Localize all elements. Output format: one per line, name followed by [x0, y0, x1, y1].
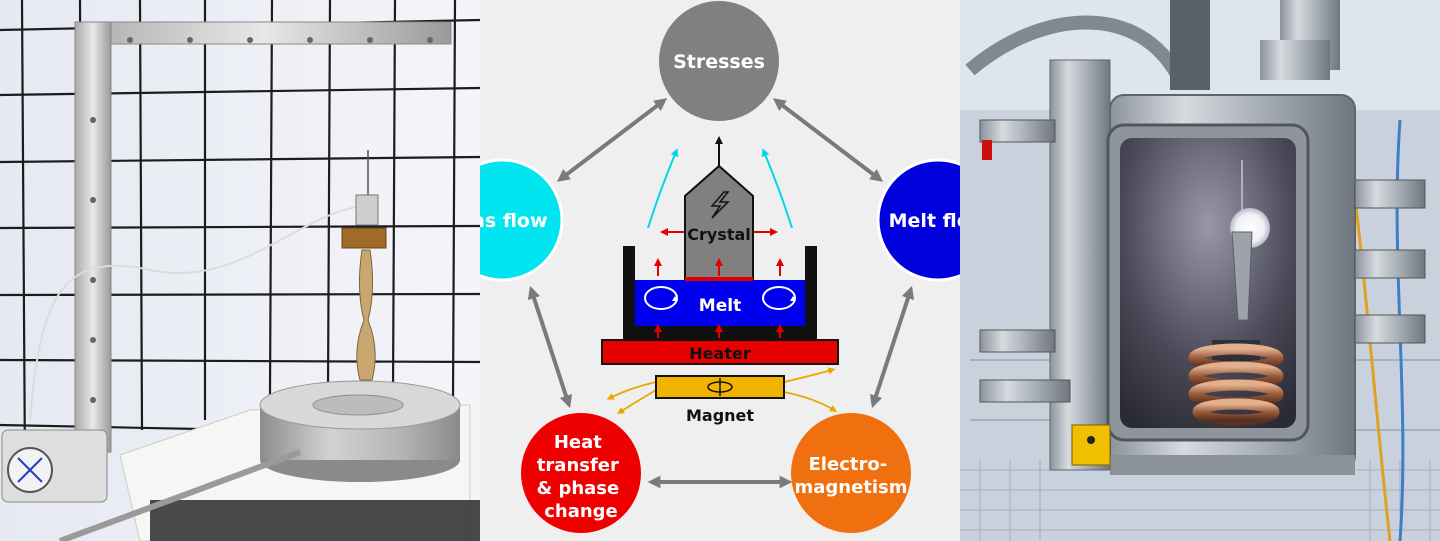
- crystal-label: Crystal: [687, 225, 751, 244]
- node-gas-flow: Gas flow: [480, 158, 564, 282]
- node-heat-transfer-line-1: Heat: [554, 432, 602, 453]
- node-melt-flow: Melt flow: [876, 158, 960, 282]
- node-gas-flow-label: Gas flow: [480, 210, 548, 232]
- crucible-right-wall: [805, 246, 817, 340]
- arrow-stresses-gas: [556, 98, 668, 182]
- heater-label: Heater: [689, 344, 751, 363]
- heat-arrows: [654, 228, 784, 338]
- node-heat-transfer-line-4: change: [544, 501, 618, 522]
- node-heat-transfer: Heat transfer & phase change: [521, 413, 641, 533]
- magnet-label: Magnet: [686, 406, 754, 425]
- svg-text:Heat transfer: Heat transfer & phase change: [536, 432, 625, 522]
- coupling-arrows: [527, 98, 915, 489]
- node-stresses: Stresses: [659, 1, 779, 121]
- diagram-canvas: Melt Crystal Heater Magnet: [480, 1, 960, 533]
- node-electromagnetism: Electro- magnetism: [791, 413, 911, 533]
- svg-text:Electro- magnetism: Electro- magnetism: [794, 454, 907, 498]
- node-stresses-label: Stresses: [673, 51, 765, 73]
- chamber-illustration: [960, 0, 1440, 541]
- arrow-melt-em: [869, 285, 915, 409]
- node-heat-transfer-line-3: & phase: [536, 478, 619, 499]
- arrow-stresses-melt: [772, 98, 884, 182]
- node-melt-flow-label: Melt flow: [889, 210, 960, 232]
- crucible-left-wall: [623, 246, 635, 340]
- arrow-gas-heat: [527, 285, 573, 409]
- node-heat-transfer-line-2: transfer: [537, 455, 619, 476]
- physics-coupling-diagram: Melt Crystal Heater Magnet: [480, 0, 960, 541]
- apparatus-illustration: [0, 0, 480, 541]
- melt-label: Melt: [699, 296, 741, 316]
- node-electromagnetism-line-2: magnetism: [794, 477, 907, 498]
- gas-flow-arrow-left: [647, 148, 679, 229]
- left-photo-float-zone-apparatus: [0, 0, 480, 541]
- gas-flow-arrow-right: [761, 148, 793, 229]
- heater-block: [601, 339, 839, 365]
- node-electromagnetism-line-1: Electro-: [809, 454, 888, 475]
- lightning-icon: [710, 191, 730, 219]
- right-photo-vacuum-chamber: [960, 0, 1440, 541]
